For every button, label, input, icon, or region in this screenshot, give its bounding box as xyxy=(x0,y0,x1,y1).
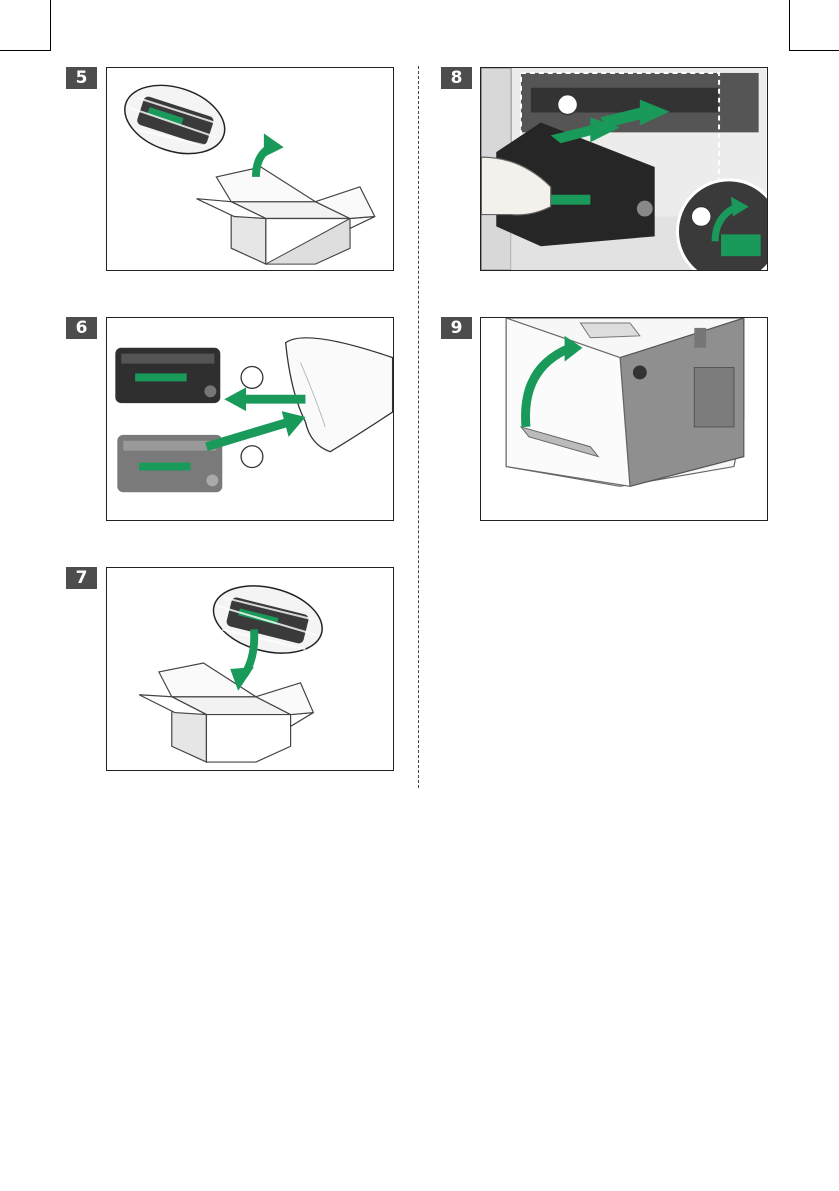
crop-mark-top-left xyxy=(0,0,51,51)
step-7-illustration xyxy=(106,567,394,771)
step-9-illustration xyxy=(480,317,768,521)
step-badge-8: 8 xyxy=(441,67,472,89)
column-divider xyxy=(418,66,419,788)
step-badge-9: 9 xyxy=(441,317,472,339)
step-8-illustration xyxy=(480,67,768,271)
step-badge-6: 6 xyxy=(66,317,97,339)
insert-cartridge-icon xyxy=(481,68,767,270)
step-5-illustration xyxy=(106,67,394,271)
unpack-cartridge-icon xyxy=(107,68,393,270)
step-badge-7: 7 xyxy=(66,567,97,589)
put-cartridge-in-box-icon xyxy=(107,568,393,770)
step-badge-5: 5 xyxy=(66,67,97,89)
close-front-cover-icon xyxy=(481,318,767,520)
remove-protective-bag-icon xyxy=(107,318,393,520)
step-6-illustration xyxy=(106,317,394,521)
crop-mark-top-right xyxy=(789,0,839,51)
